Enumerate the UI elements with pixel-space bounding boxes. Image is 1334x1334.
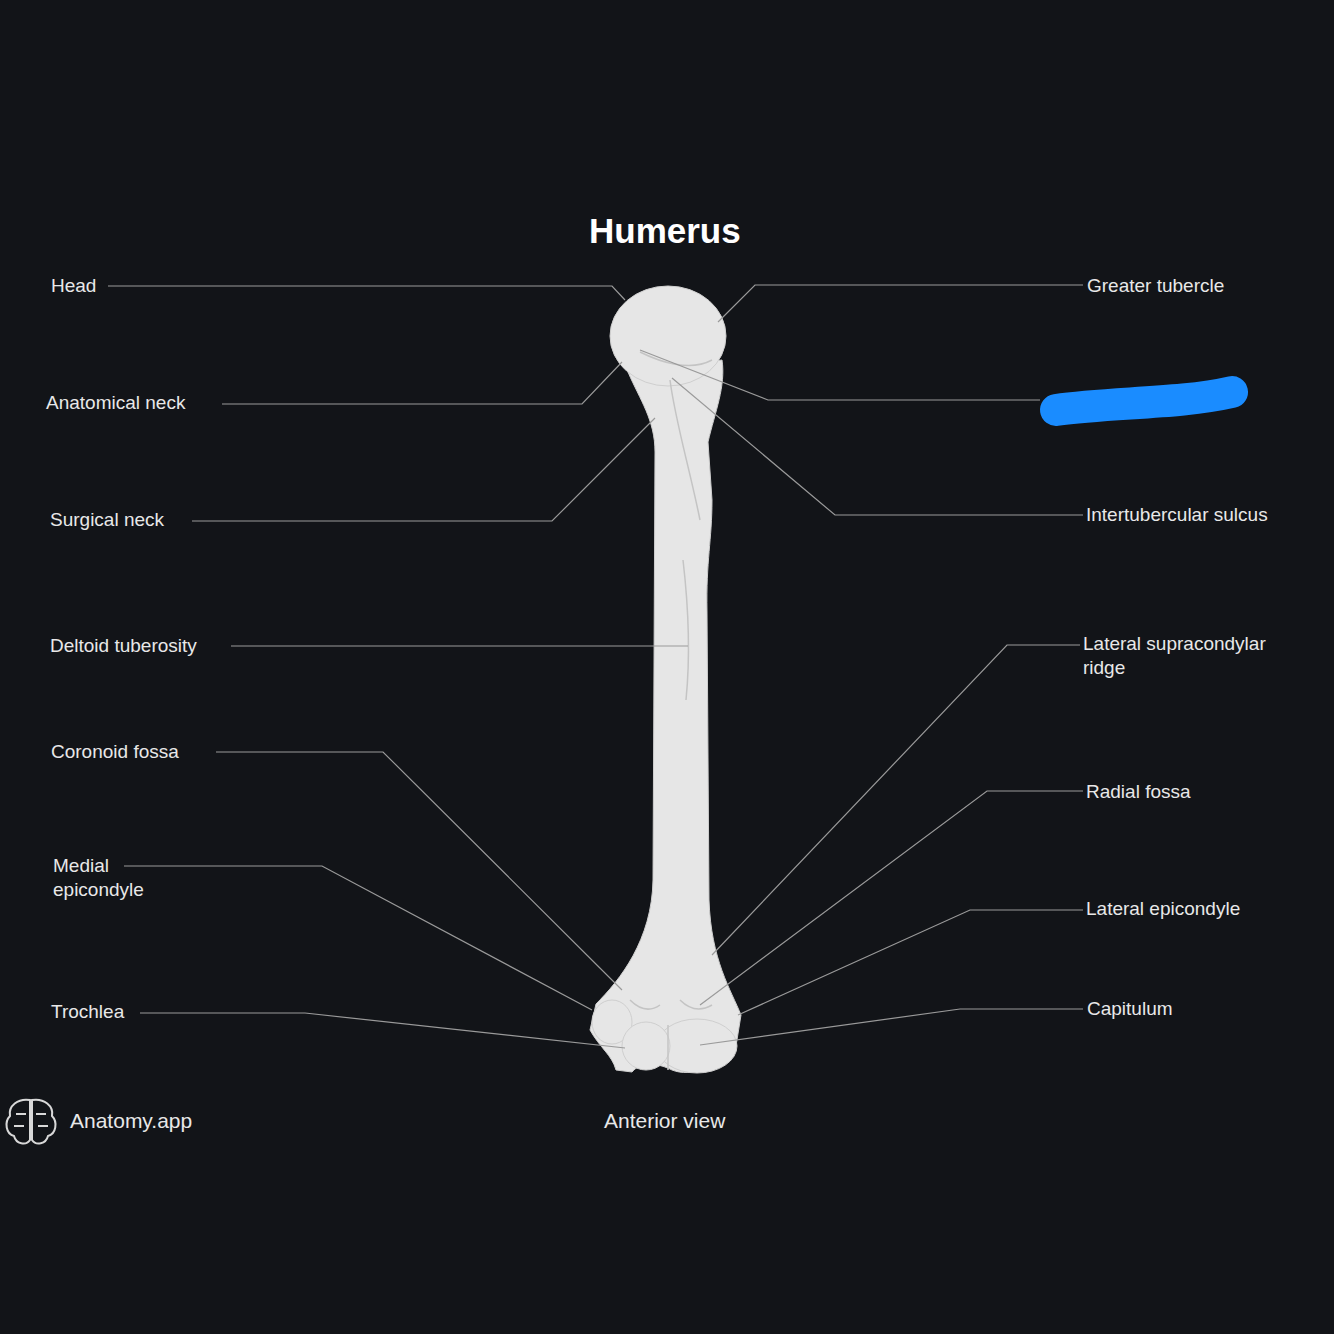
leader-line (108, 286, 625, 300)
part-label: Surgical neck (50, 508, 164, 532)
blue-scribble (1056, 392, 1232, 410)
logo-lines (14, 1114, 48, 1126)
part-label: Trochlea (51, 1000, 124, 1024)
view-caption: Anterior view (604, 1108, 725, 1134)
part-label: Intertubercular sulcus (1086, 503, 1268, 527)
brain-logo (7, 1100, 56, 1144)
leader-line (712, 645, 1080, 955)
logo-half (7, 1100, 30, 1144)
leader-line (672, 378, 1083, 515)
fossa-line (630, 1000, 660, 1009)
leader-line (216, 752, 622, 990)
leader-line (738, 910, 1083, 1015)
part-label: Coronoid fossa (51, 740, 179, 764)
watermark: Anatomy.app (70, 1109, 192, 1133)
part-label: Greater tubercle (1087, 274, 1224, 298)
humerus-shaft (590, 360, 741, 1073)
leader-line (222, 362, 622, 404)
part-label: Deltoid tuberosity (50, 634, 197, 658)
groove-line (667, 1025, 669, 1070)
part-label: Lateral epicondyle (1086, 897, 1240, 921)
leader-line (124, 866, 592, 1010)
sulcus-line (670, 380, 700, 520)
bone-detail (630, 352, 712, 1070)
logo-half (32, 1100, 55, 1144)
part-label: Medial epicondyle (53, 854, 173, 902)
part-label: Radial fossa (1086, 780, 1191, 804)
part-label: Lateral supracondylar ridge (1083, 632, 1313, 680)
leader-lines (108, 285, 1083, 1048)
diagram-title: Humerus (589, 211, 741, 251)
fossa-line (680, 1000, 712, 1009)
trochlea-shape (622, 1022, 670, 1070)
humerus-head (610, 286, 726, 386)
leader-line (718, 285, 1083, 322)
leader-line (700, 1009, 1083, 1045)
leader-line (700, 791, 1083, 1005)
tuberosity-line (683, 560, 689, 700)
part-label: Head (51, 274, 96, 298)
leader-line (192, 418, 655, 521)
leader-line (231, 645, 688, 646)
part-label: Capitulum (1087, 997, 1173, 1021)
leader-line (140, 1013, 625, 1048)
part-label: Anatomical neck (46, 391, 185, 415)
humerus-bone (590, 286, 741, 1073)
leader-line (640, 350, 1040, 400)
